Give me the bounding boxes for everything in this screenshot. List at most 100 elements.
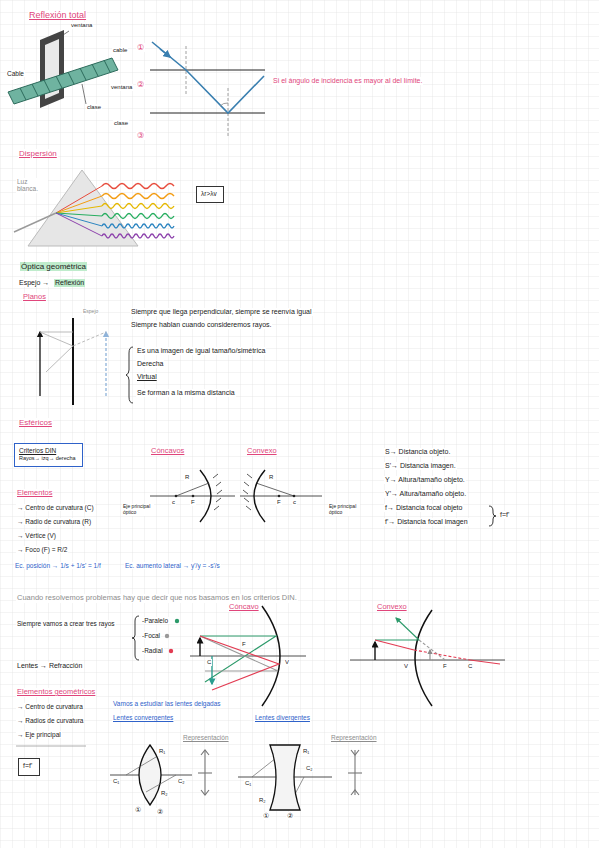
point-dot <box>175 495 296 498</box>
dispersed-ray <box>102 234 174 238</box>
lens-symbol <box>348 772 362 773</box>
note-text: Siempre que llega perpendicular, siempre… <box>130 308 313 316</box>
note-text: ① <box>136 43 145 52</box>
dispersed-ray <box>102 224 174 228</box>
note-text: → Eje principal <box>16 731 62 738</box>
plane-mirror <box>72 318 74 405</box>
separator-line <box>16 746 86 747</box>
note-text: f→ Distancia focal objeto <box>384 504 463 512</box>
box-text: f=f' <box>23 762 32 770</box>
section-heading: Elementos <box>16 489 53 498</box>
brace <box>126 347 133 403</box>
white-light-ray <box>14 213 56 232</box>
note-text: F <box>442 663 448 670</box>
formula-box: f=f' <box>18 758 40 776</box>
convex-mirror <box>415 610 432 706</box>
note-text: → Foco (F) = R/2 <box>16 546 68 553</box>
note-text: F <box>241 641 247 648</box>
note-text: → Centro de curvatura (C) <box>16 504 95 511</box>
layer-boundary <box>150 113 265 114</box>
radial-ray <box>200 636 279 690</box>
note-text: C <box>467 663 473 670</box>
diverging-lens <box>270 745 300 810</box>
point-dot <box>175 495 178 498</box>
cable-band <box>8 58 118 104</box>
concave-mirror <box>213 474 222 510</box>
note-text: → Radios de curvatura <box>16 717 84 724</box>
section-heading: Elementos geométricos <box>16 688 96 697</box>
section-heading: Representación <box>330 734 378 741</box>
note-text: R₂ <box>258 797 267 804</box>
cable-band <box>20 60 110 100</box>
object-arrow <box>200 638 375 660</box>
dispersed-ray <box>102 204 174 209</box>
note-text: clase <box>86 104 102 111</box>
brace <box>126 347 133 403</box>
leader-line <box>63 31 86 104</box>
note-text: R <box>184 474 190 481</box>
note-text: Se forman a la misma distancia <box>136 389 236 397</box>
optical-axis <box>190 656 505 660</box>
section-heading: Lentes divergentes <box>254 714 311 721</box>
window-frame <box>40 30 64 108</box>
light-ray <box>152 42 264 113</box>
note-text: Lentes → Refracción <box>16 662 83 670</box>
optical-axis <box>150 496 235 497</box>
ray-dot <box>169 649 173 653</box>
note-text: Derecha <box>136 360 164 368</box>
separator-line <box>16 746 86 747</box>
object-arrow <box>39 332 40 396</box>
note-text: Y'→ Altura/tamaño objeto. <box>384 490 467 498</box>
note-text: f'→ Distancia focal imagen <box>384 518 469 526</box>
concave-mirror <box>200 470 222 522</box>
formula-box: λr>λv <box>196 186 224 203</box>
note-text: ① <box>134 806 142 814</box>
object-arrow <box>374 642 375 660</box>
section-heading: Lentes convergentes <box>112 714 174 721</box>
object-arrow <box>199 638 200 656</box>
parallel-ray <box>419 640 445 660</box>
section-heading: Cóncavos <box>150 447 185 456</box>
image-arrow <box>105 332 106 396</box>
ray-dot <box>165 634 169 638</box>
light-ray <box>73 332 106 346</box>
lens-symbol <box>198 772 212 773</box>
section-heading: Esféricos <box>18 418 53 427</box>
note-text: R <box>268 474 274 481</box>
section-heading: Dispersión <box>18 149 58 158</box>
section-heading: Convexo <box>246 447 278 456</box>
note-text: C₁ <box>244 780 252 787</box>
section-heading: Óptica geométrica <box>20 262 87 271</box>
point-dot <box>293 495 296 498</box>
window-frame <box>40 30 64 108</box>
light-ray <box>160 49 170 57</box>
diverging-lens <box>270 745 300 810</box>
note-text: S'→ Distancia imagen. <box>384 462 457 470</box>
section-heading: Virtual <box>136 373 158 381</box>
note-text: Ec. aumento lateral → y'/y = -s'/s <box>124 562 221 569</box>
note-text: Siempre vamos a crear tres rayos <box>16 620 116 627</box>
convex-mirror <box>243 470 265 522</box>
note-text: Siempre hablan cuando consideremos rayos… <box>130 321 272 329</box>
section-heading: Reflexión <box>54 279 85 287</box>
note-text: Espejo → <box>18 279 50 287</box>
note-text: → Radio de curvatura (R) <box>16 518 92 525</box>
brace <box>132 506 496 660</box>
brace <box>489 506 496 526</box>
lens-symbol <box>198 750 362 795</box>
concave-mirror <box>200 470 211 522</box>
cable-band <box>8 58 118 104</box>
note-text: ① <box>262 812 270 820</box>
note-text: ② <box>286 812 294 820</box>
note-text: Si el ángulo de incidencia es mayor al d… <box>272 77 423 85</box>
convex-mirror <box>254 470 265 522</box>
optical-axis <box>350 660 505 661</box>
box-text: Criterios DIN <box>19 447 56 455</box>
focal-ray <box>200 636 278 671</box>
radial-ray <box>375 640 500 664</box>
radius-line <box>176 483 209 496</box>
section-heading: Cóncavo <box>228 603 260 612</box>
section-heading: Representación <box>182 734 230 741</box>
dispersed-ray <box>56 184 174 239</box>
note-text: R₁ <box>158 748 166 755</box>
